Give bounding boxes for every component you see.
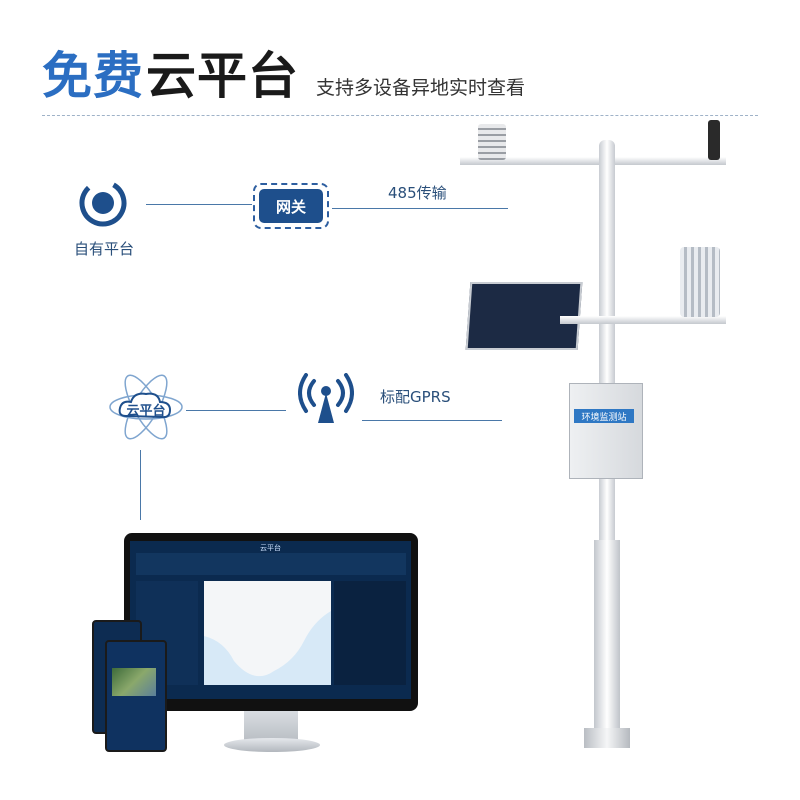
subtitle: 支持多设备异地实时查看 xyxy=(316,77,526,99)
link-line xyxy=(146,204,252,205)
link-line xyxy=(140,450,141,520)
pole-arm-top xyxy=(460,157,726,165)
link-line xyxy=(332,208,508,209)
pole-lower xyxy=(594,540,620,730)
pole-base xyxy=(584,728,630,748)
monitor-neck xyxy=(244,711,298,741)
gprs-label: 标配GPRS xyxy=(380,388,451,406)
rain-gauge xyxy=(680,247,720,317)
rs485-label: 485传输 xyxy=(388,184,447,202)
own-platform-icon xyxy=(79,179,127,227)
wind-sensor xyxy=(708,120,720,160)
title-highlight: 免费 xyxy=(42,47,144,105)
title-main: 云平台 xyxy=(146,47,299,105)
gateway-badge: 网关 xyxy=(259,189,323,223)
screen-title: 云平台 xyxy=(260,544,281,552)
monitor-base xyxy=(224,738,320,752)
pole-arm-middle xyxy=(560,316,726,324)
map-landmass xyxy=(204,581,331,677)
link-line xyxy=(362,420,502,421)
control-box xyxy=(569,383,643,479)
phone-front xyxy=(105,640,167,752)
header-divider xyxy=(42,115,758,116)
station-label: 环境监测站 xyxy=(574,409,634,423)
own-platform-label: 自有平台 xyxy=(74,240,135,258)
gateway-frame xyxy=(253,183,329,229)
radiation-shield-sensor xyxy=(478,124,506,160)
link-line xyxy=(186,410,286,411)
signal-tower-icon xyxy=(298,373,354,423)
screen-right-panel xyxy=(334,581,406,685)
cloud-platform-label: 云平台 xyxy=(126,404,166,419)
pole-upper xyxy=(599,140,615,550)
screen-stats-bar xyxy=(136,553,406,575)
phone-photo xyxy=(112,668,156,696)
cloud-platform-icon xyxy=(109,374,183,440)
